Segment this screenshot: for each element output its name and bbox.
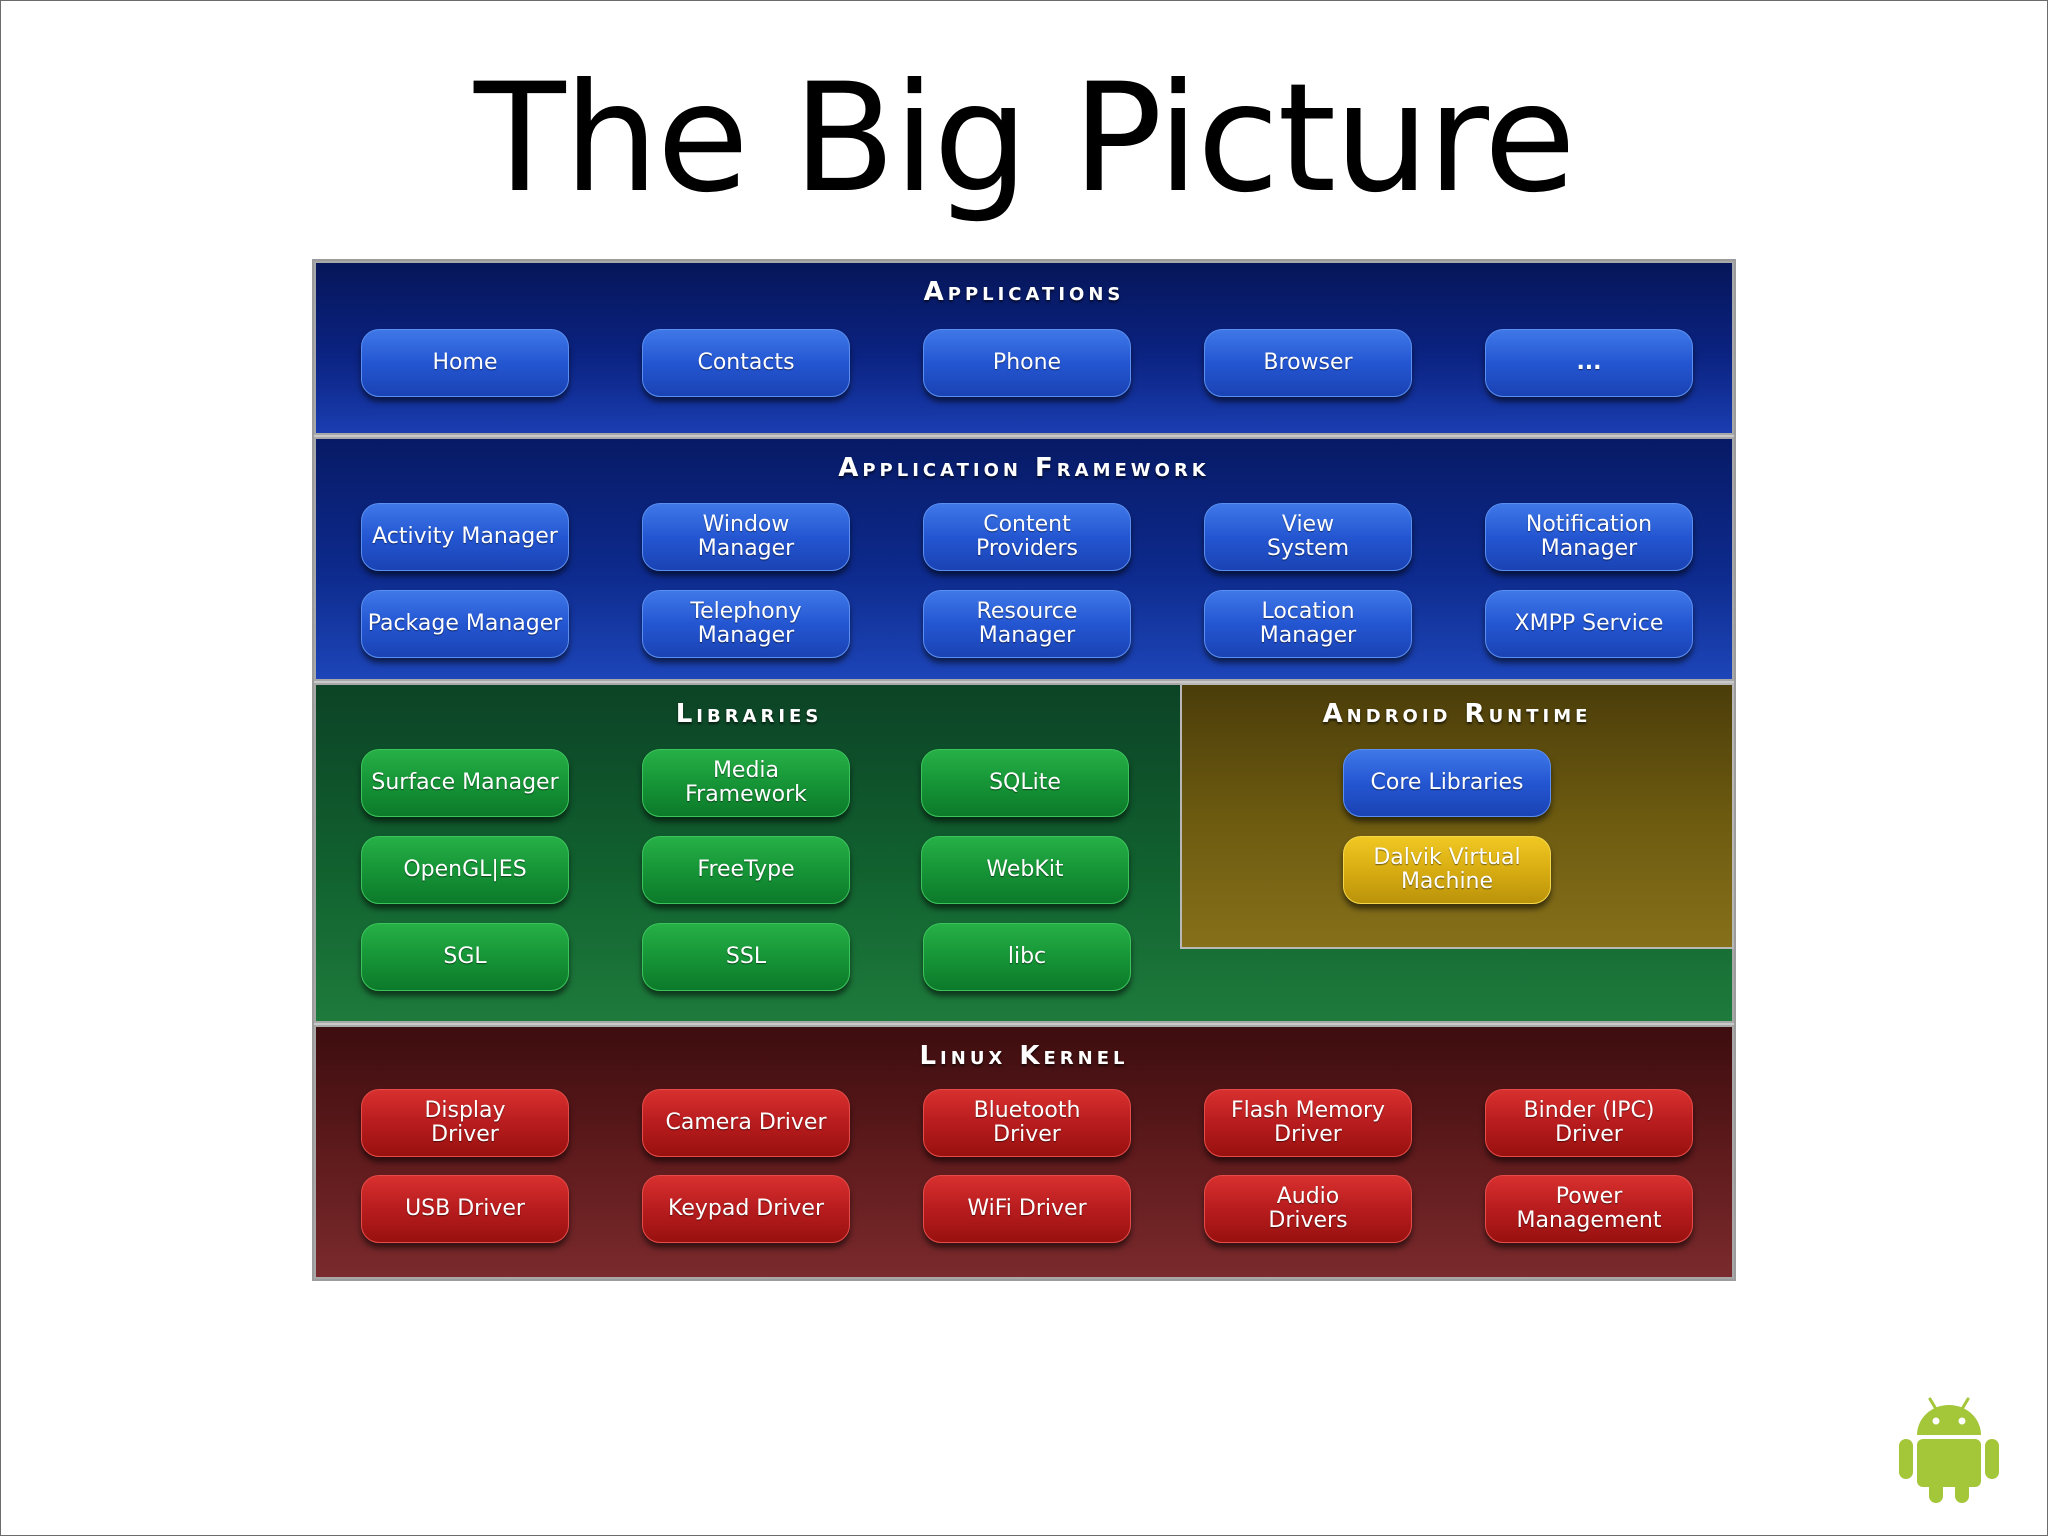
kernel-audio-drivers: Audio Drivers xyxy=(1204,1175,1412,1243)
framework-xmpp-service: XMPP Service xyxy=(1485,590,1693,658)
framework-location-manager: Location Manager xyxy=(1204,590,1412,658)
framework-resource-manager: Resource Manager xyxy=(923,590,1131,658)
android-robot-icon xyxy=(1899,1397,1999,1503)
lib-media-framework: Media Framework xyxy=(642,749,850,817)
app-phone: Phone xyxy=(923,329,1131,397)
app-contacts: Contacts xyxy=(642,329,850,397)
applications-layer: Applications Home Contacts Phone Browser… xyxy=(314,261,1734,435)
kernel-power-management: Power Management xyxy=(1485,1175,1693,1243)
app-home: Home xyxy=(361,329,569,397)
lib-sgl: SGL xyxy=(361,923,569,991)
applications-layer-title: Applications xyxy=(923,277,1125,307)
kernel-bluetooth-driver: Bluetooth Driver xyxy=(923,1089,1131,1157)
framework-content-providers: Content Providers xyxy=(923,503,1131,571)
android-runtime-layer: Android Runtime Core Libraries Dalvik Vi… xyxy=(1180,683,1734,949)
runtime-layer-title: Android Runtime xyxy=(1322,699,1592,729)
framework-activity-manager: Activity Manager xyxy=(361,503,569,571)
kernel-layer-title: Linux Kernel xyxy=(919,1041,1129,1071)
runtime-core-libraries: Core Libraries xyxy=(1343,749,1551,817)
runtime-dalvik-vm: Dalvik Virtual Machine xyxy=(1343,836,1551,904)
kernel-usb-driver: USB Driver xyxy=(361,1175,569,1243)
lib-sqlite: SQLite xyxy=(921,749,1129,817)
kernel-flash-memory-driver: Flash Memory Driver xyxy=(1204,1089,1412,1157)
slide-title: The Big Picture xyxy=(474,52,1576,226)
kernel-camera-driver: Camera Driver xyxy=(642,1089,850,1157)
kernel-display-driver: Display Driver xyxy=(361,1089,569,1157)
lib-libc: libc xyxy=(923,923,1131,991)
kernel-wifi-driver: WiFi Driver xyxy=(923,1175,1131,1243)
android-architecture-diagram: Applications Home Contacts Phone Browser… xyxy=(312,259,1736,1281)
application-framework-layer: Application Framework Activity Manager W… xyxy=(314,437,1734,681)
kernel-binder-ipc-driver: Binder (IPC) Driver xyxy=(1485,1089,1693,1157)
app-browser: Browser xyxy=(1204,329,1412,397)
lib-webkit: WebKit xyxy=(921,836,1129,904)
lib-freetype: FreeType xyxy=(642,836,850,904)
lib-opengl-es: OpenGL|ES xyxy=(361,836,569,904)
framework-view-system: View System xyxy=(1204,503,1412,571)
libraries-layer-title: Libraries xyxy=(675,699,823,729)
framework-layer-title: Application Framework xyxy=(838,453,1210,483)
app-more: ... xyxy=(1485,329,1693,397)
framework-notification-manager: Notification Manager xyxy=(1485,503,1693,571)
kernel-keypad-driver: Keypad Driver xyxy=(642,1175,850,1243)
lib-ssl: SSL xyxy=(642,923,850,991)
framework-telephony-manager: Telephony Manager xyxy=(642,590,850,658)
framework-window-manager: Window Manager xyxy=(642,503,850,571)
lib-surface-manager: Surface Manager xyxy=(361,749,569,817)
framework-package-manager: Package Manager xyxy=(361,590,569,658)
linux-kernel-layer: Linux Kernel Display Driver Camera Drive… xyxy=(314,1025,1734,1279)
